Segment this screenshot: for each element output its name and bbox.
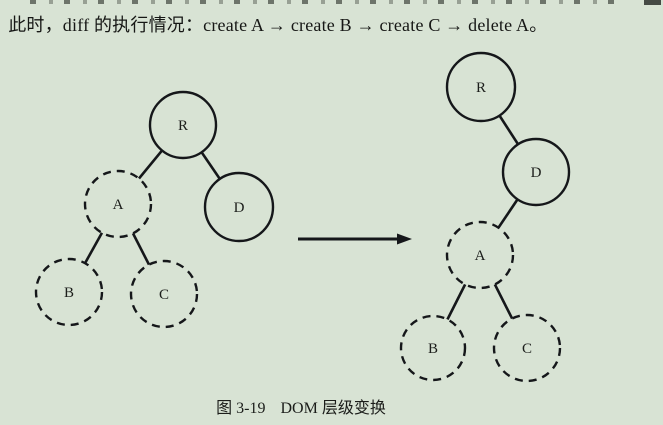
tree-node-D-before: [203, 171, 275, 243]
transform-arrow-icon: [298, 233, 412, 245]
tree-node-R-after: [445, 51, 517, 123]
tree-node-B-after: [399, 314, 467, 382]
tree-node-A-before: [83, 169, 153, 239]
figure-caption-title: DOM 层级变换: [280, 400, 386, 417]
clipped-text-remnant-block: [644, 0, 661, 5]
tree-node-R-before: [148, 90, 218, 160]
transform-arrow-head: [397, 233, 412, 245]
figure-caption: 图 3-19 DOM 层级变换: [0, 394, 602, 418]
tree-node-label-C-after: C: [522, 341, 532, 357]
tree-node-label-B-before: B: [64, 285, 74, 301]
tree-node-label-B-after: B: [428, 341, 438, 357]
tree-node-C-before: [129, 259, 199, 329]
tree-node-label-A-before: A: [113, 197, 124, 213]
tree-node-C-after: [492, 313, 562, 383]
tree-node-D-after: [501, 137, 571, 207]
tree-node-label-A-after: A: [475, 248, 486, 264]
tree-before: R A D B C: [34, 90, 275, 329]
tree-node-A-after: [445, 220, 515, 290]
body-text-line: 。此时，diff 的执行情况：create A → create B → cre…: [0, 15, 548, 35]
tree-after: R D A B C: [399, 51, 571, 383]
figure-caption-number: 图 3-19: [216, 400, 266, 417]
clipped-text-remnant: [30, 0, 615, 4]
tree-node-label-D-after: D: [531, 165, 542, 181]
tree-node-B-before: [34, 257, 104, 327]
tree-node-label-D-before: D: [234, 200, 245, 216]
tree-node-label-C-before: C: [159, 287, 169, 303]
tree-node-label-R-before: R: [178, 118, 188, 134]
tree-node-label-R-after: R: [476, 80, 486, 96]
